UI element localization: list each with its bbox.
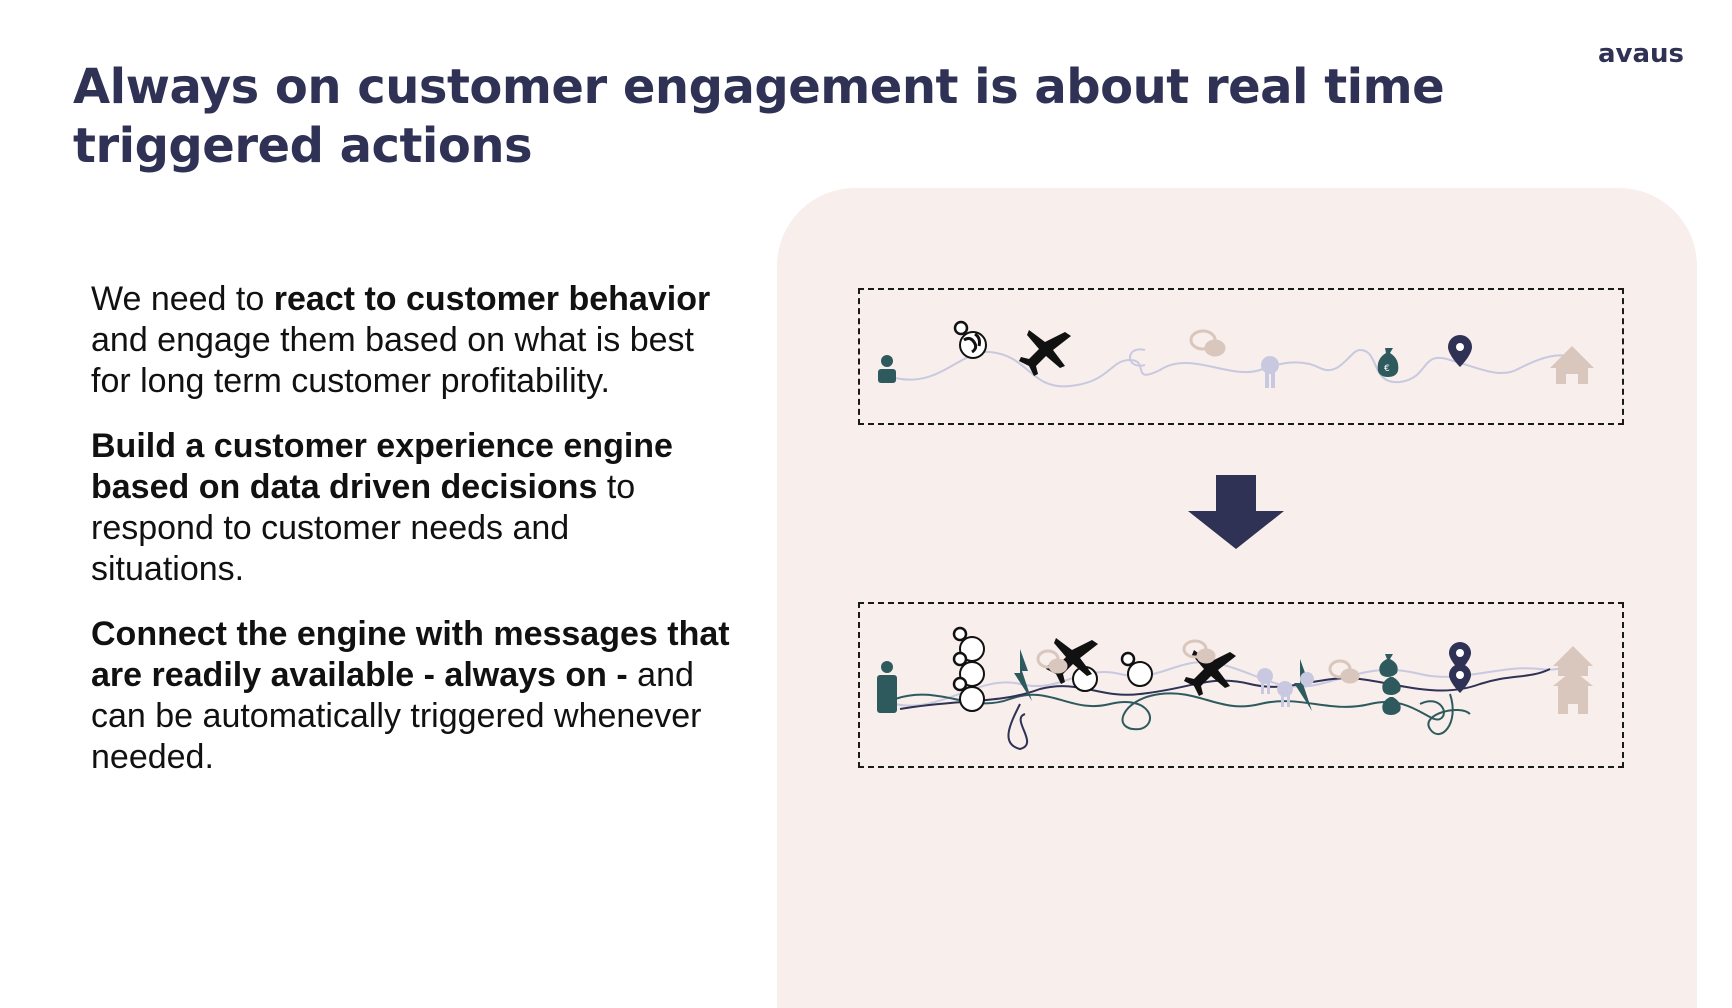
- body-text: We need to react to customer behavior an…: [91, 279, 731, 802]
- simple-journey-illustration: €: [878, 320, 1594, 388]
- paragraph-text: and can be automatically triggered whene…: [91, 656, 702, 776]
- complex-journey-illustration: [877, 626, 1593, 751]
- house-icon: [1550, 346, 1594, 384]
- complex-journey-box: [858, 602, 1624, 768]
- money-bag-icon: [1379, 654, 1401, 715]
- paragraph-text: We need to: [91, 280, 274, 318]
- down-arrow-icon: [1188, 475, 1284, 549]
- paragraph-connect: Connect the engine with messages that ar…: [91, 614, 731, 778]
- paragraph-emphasis: Connect the engine with messages that ar…: [91, 615, 730, 694]
- logo-text: avaus: [1598, 39, 1684, 68]
- lightning-icon: [1014, 649, 1312, 711]
- award-icon: [1261, 356, 1279, 388]
- svg-text:€: €: [1384, 364, 1390, 374]
- page-title: Always on customer engagement is about r…: [73, 59, 1445, 174]
- award-icon: [1257, 668, 1314, 707]
- globe-pin-icon: [953, 320, 987, 359]
- paragraph-engine: Build a customer experience engine based…: [91, 426, 731, 590]
- paragraph-emphasis: react to customer behavior: [273, 280, 711, 318]
- airplane-icon: [1019, 330, 1071, 376]
- paragraph-emphasis: Build a customer experience engine based…: [91, 427, 673, 506]
- house-icon: [1553, 646, 1593, 714]
- paragraph-react: We need to react to customer behavior an…: [91, 279, 731, 402]
- chat-icon: [1036, 639, 1360, 684]
- illustration-panel: [777, 188, 1697, 1008]
- person-icon: [877, 661, 897, 713]
- paragraph-text: and engage them based on what is best fo…: [91, 321, 694, 400]
- simple-journey-box: €: [858, 288, 1624, 425]
- money-bag-icon: €: [1377, 348, 1399, 377]
- chat-icon: [1189, 329, 1226, 357]
- location-pin-icon: [1448, 335, 1472, 367]
- avaus-logo: avaus: [1598, 39, 1684, 68]
- paragraph-text: to respond to customer needs and situati…: [91, 468, 636, 588]
- globe-pin-icon: [952, 626, 1153, 712]
- location-pin-icon: [1449, 642, 1471, 693]
- person-icon: [878, 355, 896, 383]
